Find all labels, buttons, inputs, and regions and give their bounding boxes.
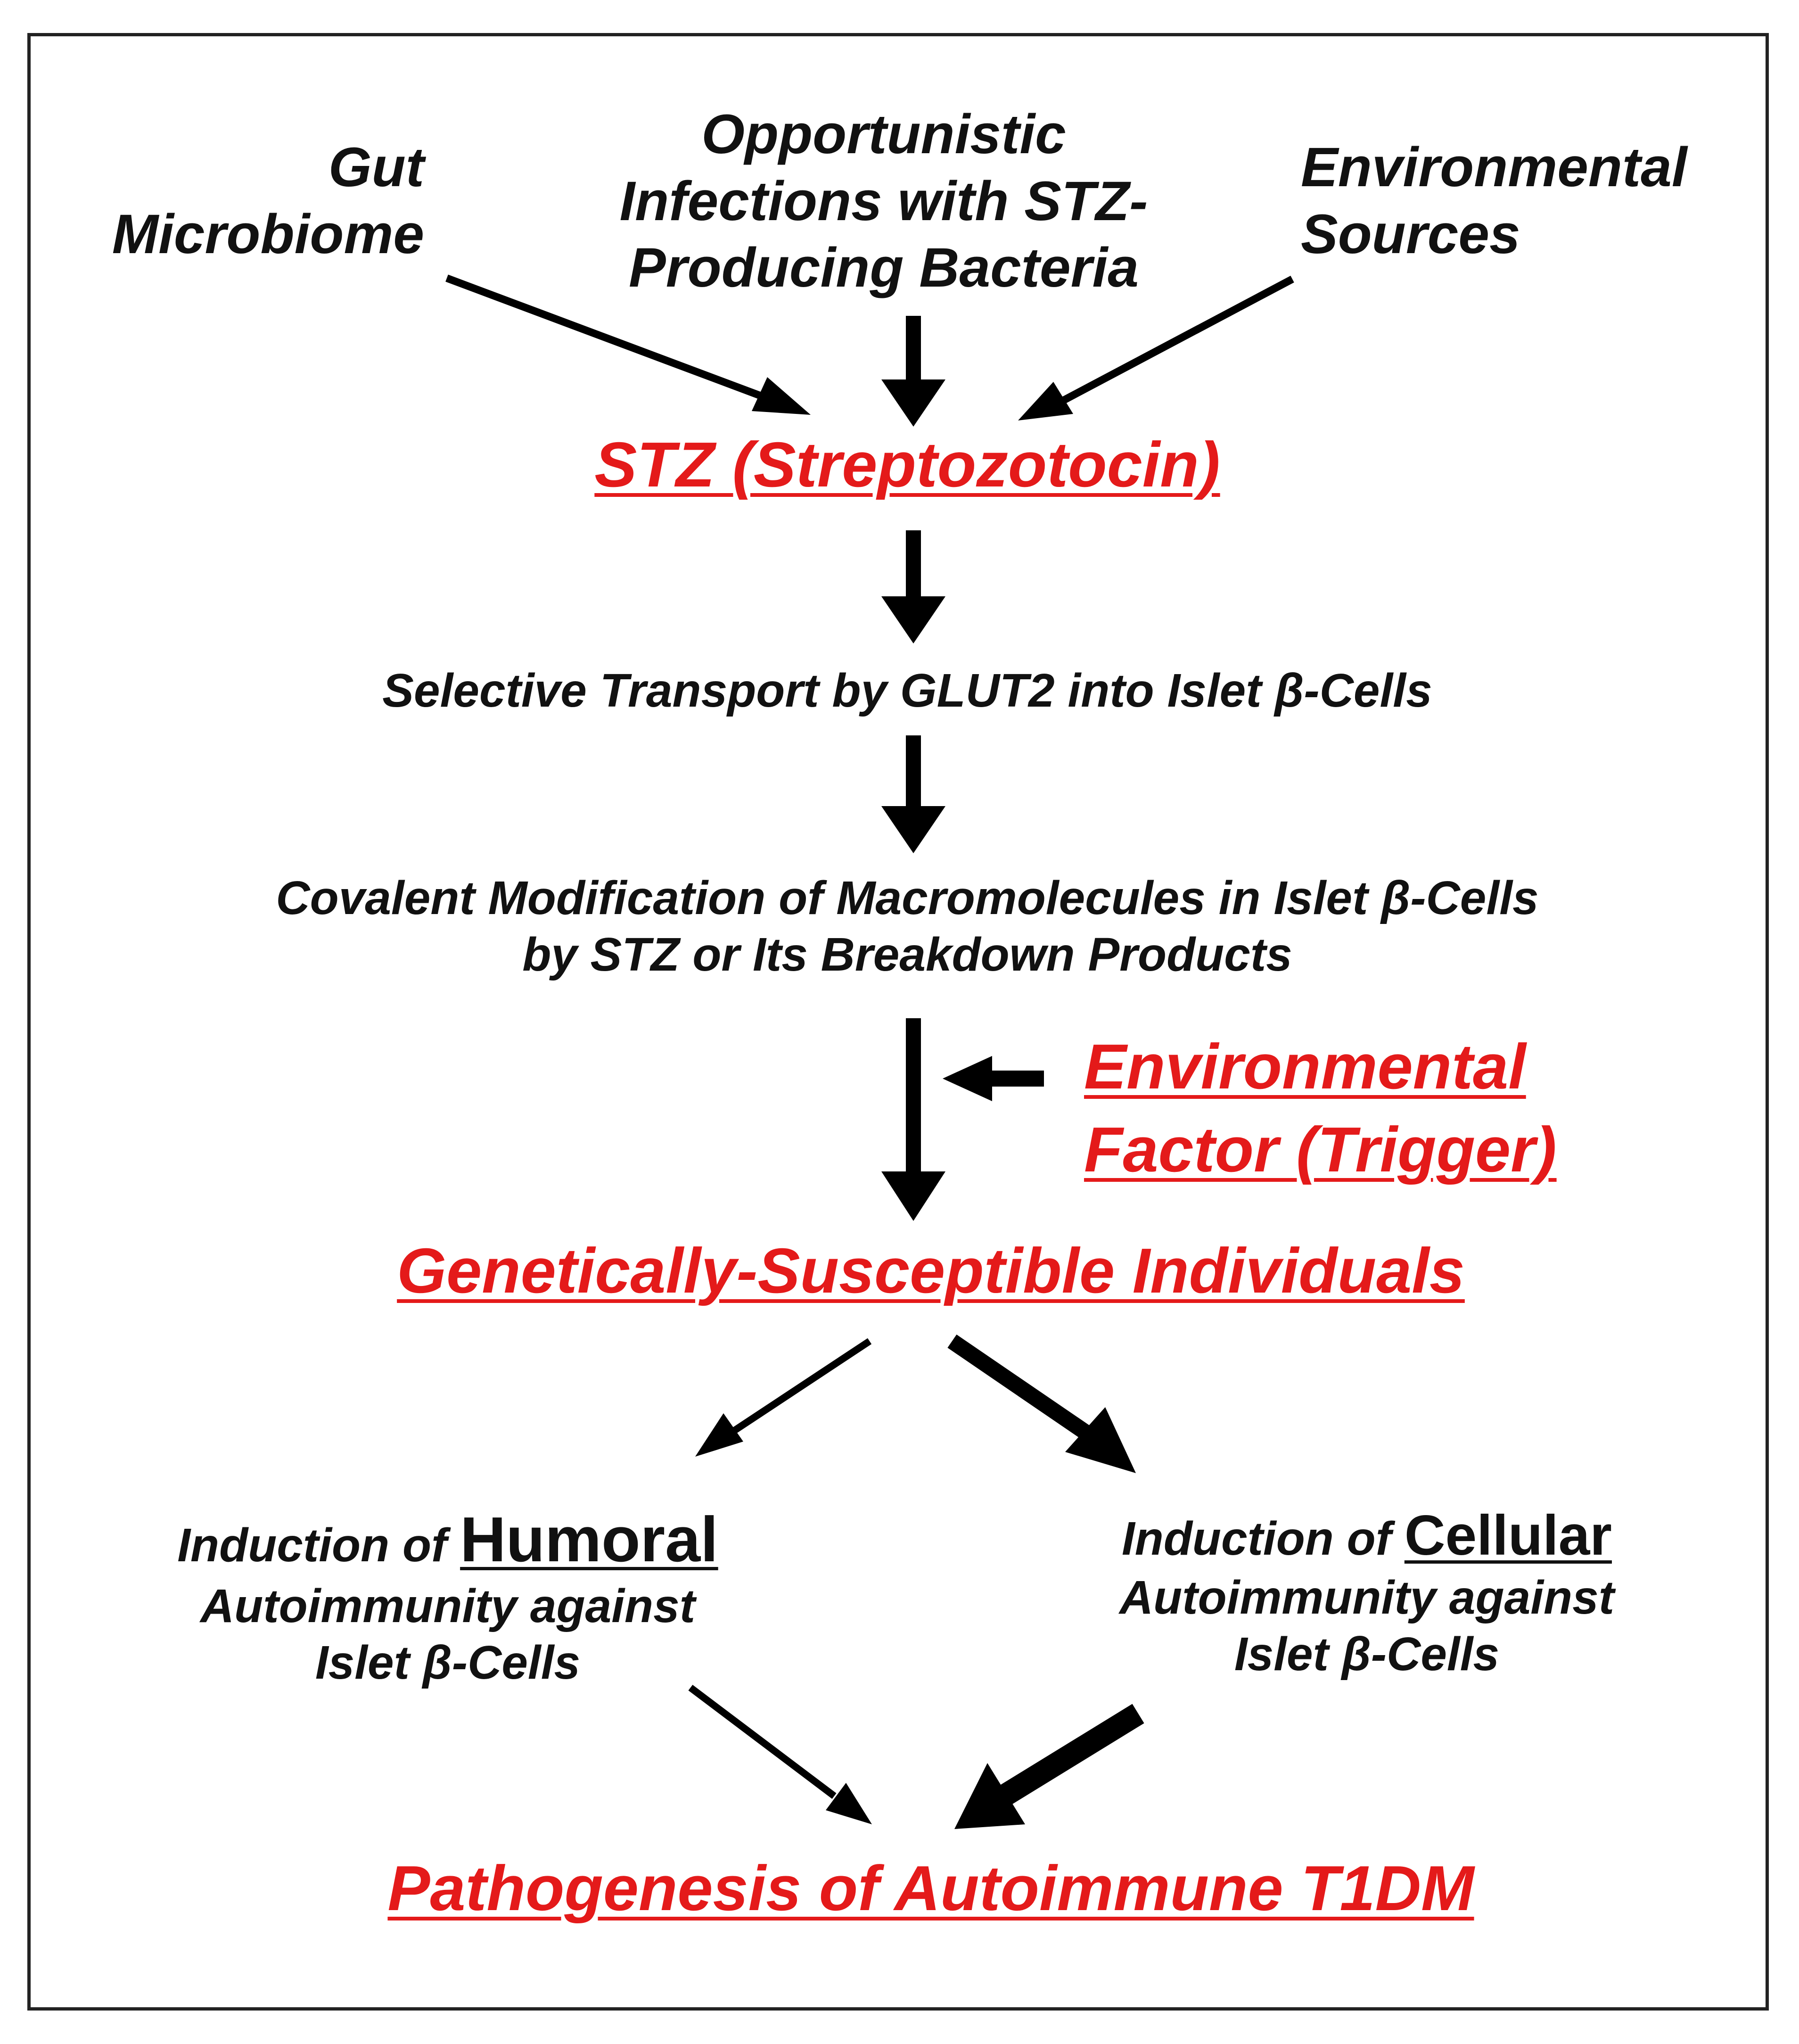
outcome-label: Pathogenesis of Autoimmune T1DM (387, 1853, 1474, 1924)
arrow-modification-to-genetic (881, 1018, 945, 1221)
humoral-keyword: Humoral (460, 1504, 718, 1575)
modification-line-1: Covalent Modification of Macromolecules … (276, 872, 1539, 924)
source-infections-line-1: Opportunistic (701, 103, 1066, 165)
humoral-line-1: Induction of Humoral (94, 1501, 801, 1578)
source-infections-line-3: Producing Bacteria (629, 237, 1139, 299)
source-environmental-line-2: Sources (1301, 203, 1520, 265)
arrow-environmental-to-stz (1018, 275, 1294, 420)
cellular-branch: Induction of Cellular Autoimmunity again… (1013, 1501, 1720, 1682)
cellular-keyword: Cellular (1404, 1504, 1612, 1567)
cellular-line-3: Islet β-Cells (1234, 1628, 1500, 1681)
source-gut-line-2: Microbiome (112, 203, 424, 265)
source-infections-line-2: Infections with STZ- (619, 170, 1148, 232)
source-opportunistic-infections: Opportunistic Infections with STZ- Produ… (518, 101, 1249, 302)
trigger-line-2: Factor (Trigger) (1084, 1113, 1557, 1185)
cellular-line-2: Autoimmunity against (1119, 1571, 1615, 1624)
source-environmental-line-1: Environmental (1301, 136, 1687, 198)
trigger-line-1: Environmental (1084, 1031, 1526, 1102)
source-environmental: Environmental Sources (1301, 134, 1749, 268)
stz-node: STZ (Streptozotocin) (471, 427, 1343, 503)
transport-label: Selective Transport by GLUT2 into Islet … (382, 664, 1432, 717)
arrow-gut-to-stz (445, 274, 811, 415)
cellular-prefix: Induction of (1121, 1512, 1405, 1565)
environmental-trigger: Environmental Factor (Trigger) (1084, 1025, 1697, 1191)
transport-step: Selective Transport by GLUT2 into Islet … (189, 662, 1626, 719)
source-gut-microbiome: Gut Microbiome (71, 134, 424, 268)
arrow-transport-to-modification (881, 735, 945, 853)
humoral-branch: Induction of Humoral Autoimmunity agains… (94, 1501, 801, 1691)
genetic-label: Genetically-Susceptible Individuals (397, 1235, 1465, 1306)
outcome-node: Pathogenesis of Autoimmune T1DM (259, 1850, 1602, 1927)
modification-step: Covalent Modification of Macromolecules … (141, 870, 1673, 983)
humoral-line-3: Islet β-Cells (315, 1636, 581, 1689)
arrow-genetic-to-humoral (695, 1338, 872, 1457)
arrow-infections-to-stz (881, 316, 945, 427)
diagram-frame (27, 33, 1769, 2011)
modification-line-2: by STZ or Its Breakdown Products (522, 928, 1292, 981)
arrow-genetic-to-cellular (947, 1334, 1136, 1473)
arrow-humoral-to-outcome (688, 1685, 872, 1824)
arrow-trigger-to-flow (943, 1056, 1044, 1101)
stz-label: STZ (Streptozotocin) (594, 429, 1220, 500)
source-gut-line-1: Gut (328, 136, 424, 198)
cellular-line-1: Induction of Cellular (1013, 1501, 1720, 1569)
humoral-prefix: Induction of (177, 1519, 460, 1572)
humoral-line-2: Autoimmunity against (200, 1580, 696, 1632)
genetic-node: Genetically-Susceptible Individuals (259, 1233, 1602, 1309)
arrow-stz-to-transport (881, 530, 945, 643)
arrow-cellular-to-outcome (954, 1704, 1144, 1829)
